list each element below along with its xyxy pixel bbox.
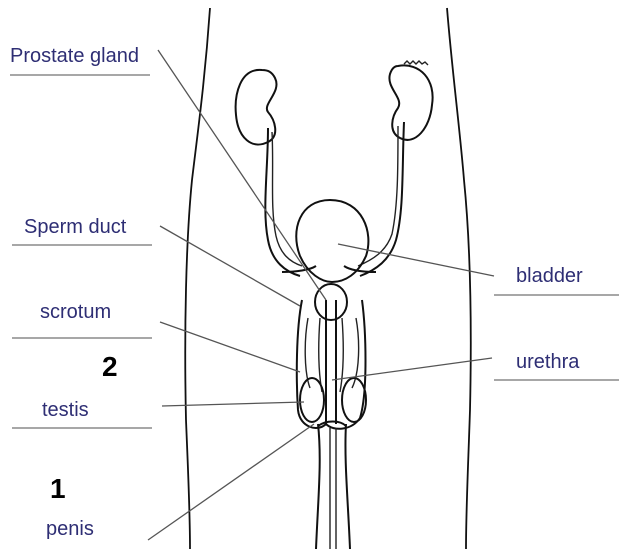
body-outline	[185, 8, 471, 549]
prostate-organ	[315, 284, 347, 320]
leader-scrotum	[160, 322, 300, 372]
penis-organ	[316, 422, 350, 549]
label-urethra: urethra	[516, 351, 580, 373]
right-kidney	[389, 61, 432, 140]
label-bladder: bladder	[516, 265, 583, 287]
leader-lines	[148, 50, 494, 540]
left-duct	[265, 128, 316, 276]
leader-sperm-duct	[160, 226, 300, 306]
testes-organ	[300, 378, 366, 422]
right-duct	[344, 122, 404, 276]
leader-testis	[162, 402, 304, 406]
leader-prostate	[158, 50, 326, 300]
leader-penis	[148, 424, 314, 540]
label-sperm-duct: Sperm duct	[24, 216, 127, 238]
left-kidney	[236, 70, 277, 145]
label-scrotum: scrotum	[40, 301, 111, 323]
marker-one: 1	[50, 473, 66, 504]
marker-two: 2	[102, 351, 118, 382]
label-testis: testis	[42, 399, 89, 421]
label-prostate-gland: Prostate gland	[10, 45, 139, 67]
label-penis: penis	[46, 518, 94, 540]
leader-urethra	[332, 358, 492, 380]
